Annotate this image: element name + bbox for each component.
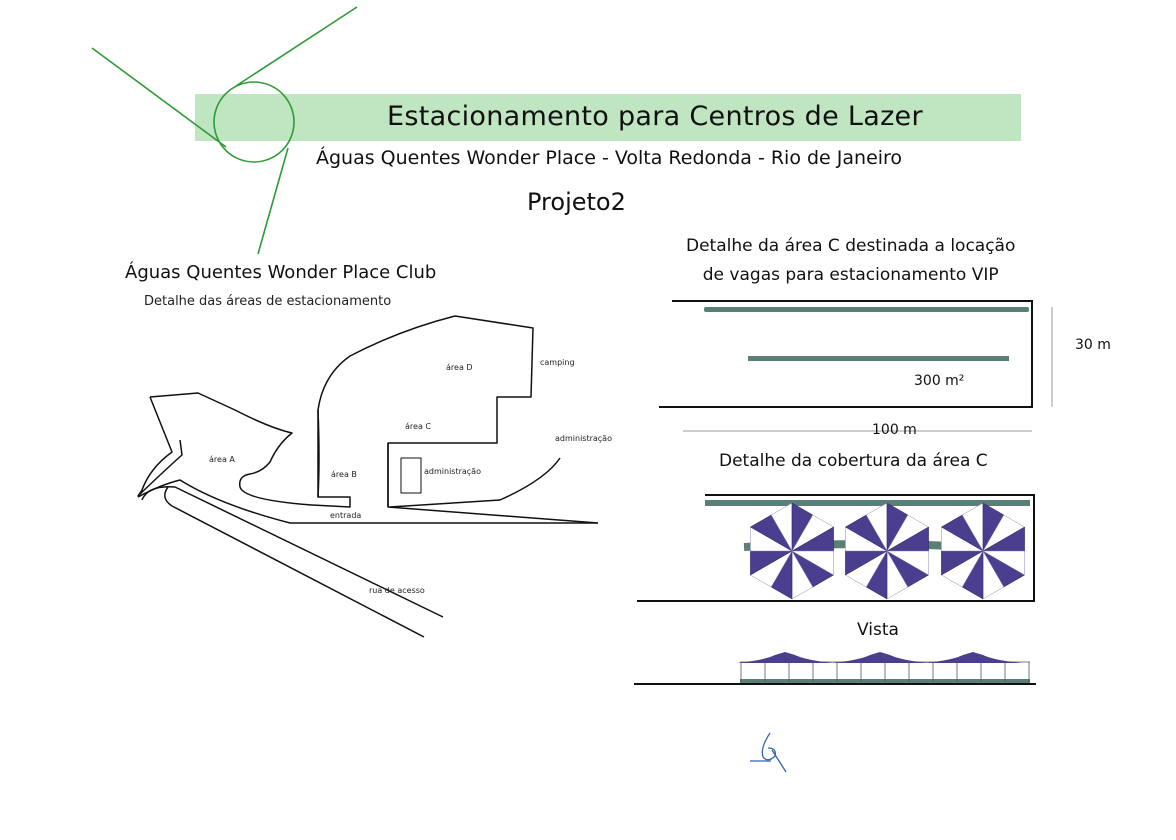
elevation-title: Vista xyxy=(857,620,899,640)
area-c-detail-title-line2: de vagas para estacionamento VIP xyxy=(702,265,999,285)
label-entrada: entrada xyxy=(330,511,362,520)
umbrella-plan-1 xyxy=(749,502,835,600)
label-rua-de-acesso: rua de acesso xyxy=(369,586,425,595)
entrance-road xyxy=(137,479,598,524)
area-c-detail-title: Detalhe da área C destinada a locação de… xyxy=(686,232,1015,290)
umbrella-plan-2 xyxy=(844,502,930,600)
umbrella-elevation-1 xyxy=(737,652,833,663)
dimension-area: 300 m² xyxy=(914,373,965,389)
elevation-view xyxy=(634,652,1036,685)
cover-detail xyxy=(637,494,1035,602)
elevation-posts xyxy=(737,652,1030,682)
label-camping: camping xyxy=(540,358,575,367)
site-plan-subtitle: Detalhe das áreas de estacionamento xyxy=(144,294,392,309)
dimension-height: 30 m xyxy=(1075,337,1111,353)
umbrella-panel-light xyxy=(791,550,834,576)
title-band xyxy=(195,94,1021,141)
umbrella-plan-3 xyxy=(940,502,1026,600)
umbrella-panel-light xyxy=(982,550,1025,576)
access-road-inner xyxy=(164,486,425,638)
project-label: Projeto2 xyxy=(527,188,626,216)
dimension-width: 100 m xyxy=(872,422,917,438)
label-area-b: área B xyxy=(331,470,357,479)
page-subtitle: Águas Quentes Wonder Place - Volta Redon… xyxy=(316,147,903,169)
umbrella-group xyxy=(749,502,1026,600)
area-c-detail-title-line1: Detalhe da área C destinada a locação xyxy=(686,236,1016,256)
area-b-outline xyxy=(317,409,320,498)
page-title: Estacionamento para Centros de Lazer xyxy=(387,101,923,132)
north-mark xyxy=(750,732,787,773)
label-area-c: área C xyxy=(405,422,431,431)
admin-road xyxy=(389,457,561,508)
label-area-d: área D xyxy=(446,363,473,372)
label-area-a: área A xyxy=(209,455,235,464)
logo-mark xyxy=(91,6,358,255)
cover-detail-title: Detalhe da cobertura da área C xyxy=(719,451,988,471)
area-c-detail xyxy=(659,300,1053,432)
label-administracao-building: administração xyxy=(424,467,481,476)
access-road-outer xyxy=(141,486,444,618)
site-plan-title: Águas Quentes Wonder Place Club xyxy=(125,262,437,283)
umbrella-panel-light xyxy=(886,550,929,576)
area-a-outline xyxy=(149,315,599,524)
umbrella-elevation-3 xyxy=(925,652,1021,663)
area-a-lower xyxy=(137,396,183,497)
label-administracao-road: administração xyxy=(555,434,612,443)
umbrella-elevation-2 xyxy=(832,652,928,663)
site-plan xyxy=(137,315,599,638)
admin-building xyxy=(400,457,422,494)
